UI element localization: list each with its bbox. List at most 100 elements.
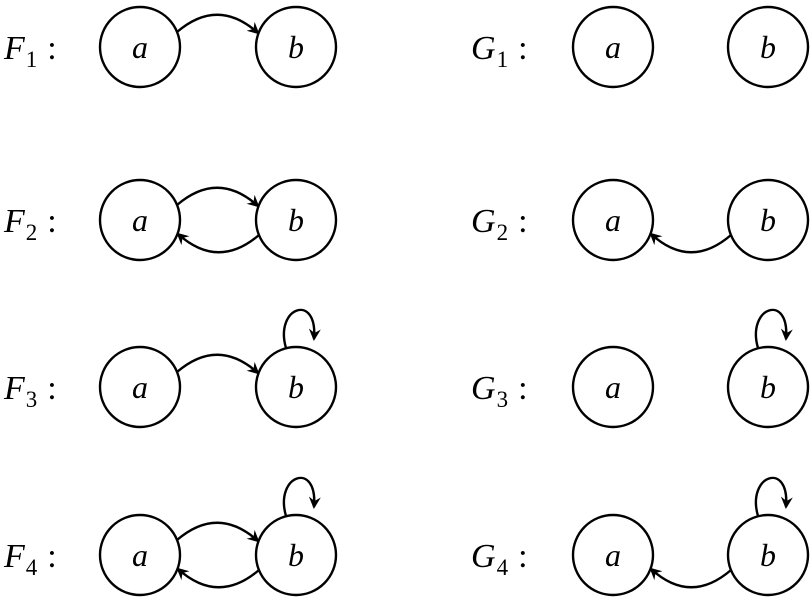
node-a: a bbox=[571, 178, 655, 262]
node-a: a bbox=[571, 5, 655, 89]
edge-a-to-b bbox=[176, 186, 260, 208]
node-label: a bbox=[132, 537, 148, 573]
graph-label-name: G bbox=[471, 538, 496, 575]
node-circle bbox=[98, 513, 182, 597]
node-b: b bbox=[254, 5, 338, 89]
node-a: a bbox=[571, 513, 655, 597]
node-b: b bbox=[726, 5, 810, 89]
graph-label-name: G bbox=[471, 203, 496, 240]
node-a: a bbox=[571, 345, 655, 429]
node-b: b bbox=[726, 345, 810, 429]
node-label: a bbox=[605, 29, 621, 65]
node-label: a bbox=[605, 202, 621, 238]
graph-label-colon: : bbox=[518, 370, 527, 407]
edge-b-to-a bbox=[176, 567, 260, 589]
graph-label: F2: bbox=[3, 203, 57, 245]
node-b: b bbox=[254, 513, 338, 597]
graph-label-subscript: 4 bbox=[497, 555, 509, 580]
edge-b-to-a bbox=[649, 567, 732, 589]
graph-label: F3: bbox=[3, 370, 57, 412]
graph-label: G1: bbox=[471, 30, 528, 72]
node-label: b bbox=[760, 369, 776, 405]
edge-a-to-b bbox=[176, 353, 260, 375]
node-circle bbox=[254, 345, 338, 429]
graph-label-colon: : bbox=[47, 370, 56, 407]
node-circle bbox=[726, 513, 810, 597]
graph-label-subscript: 4 bbox=[26, 555, 38, 580]
graph-label-colon: : bbox=[47, 203, 56, 240]
node-circle bbox=[571, 178, 655, 262]
graph-label-name: F bbox=[3, 30, 26, 67]
graph-label-subscript: 2 bbox=[497, 220, 509, 245]
node-circle bbox=[726, 178, 810, 262]
graph-g2: G2: a b bbox=[471, 178, 810, 262]
graph-label-subscript: 1 bbox=[26, 47, 38, 72]
graph-label-subscript: 3 bbox=[26, 387, 38, 412]
graph-label-name: G bbox=[471, 30, 496, 67]
node-b: b bbox=[726, 178, 810, 262]
graph-g1: G1: a b bbox=[471, 5, 810, 89]
graph-label-colon: : bbox=[518, 203, 527, 240]
node-a: a bbox=[98, 5, 182, 89]
node-circle bbox=[571, 345, 655, 429]
node-a: a bbox=[98, 345, 182, 429]
graph-label-name: F bbox=[3, 538, 26, 575]
graph-label-name: F bbox=[3, 203, 26, 240]
self-loop-b bbox=[754, 476, 793, 517]
node-label: a bbox=[132, 202, 148, 238]
node-label: b bbox=[288, 537, 304, 573]
graph-f2: F2: a b bbox=[3, 178, 338, 262]
graph-label: F4: bbox=[3, 538, 57, 580]
graph-label-subscript: 3 bbox=[497, 387, 509, 412]
edge-b-to-a bbox=[649, 232, 732, 254]
node-circle bbox=[98, 345, 182, 429]
self-loop-b bbox=[754, 308, 793, 349]
graph-label-subscript: 1 bbox=[497, 47, 509, 72]
node-a: a bbox=[98, 513, 182, 597]
graph-label: G3: bbox=[471, 370, 528, 412]
node-label: a bbox=[132, 369, 148, 405]
node-label: a bbox=[132, 29, 148, 65]
node-circle bbox=[98, 178, 182, 262]
edge-b-to-a bbox=[176, 232, 260, 254]
graph-f1: F1: a b bbox=[3, 5, 338, 89]
graph-label-colon: : bbox=[47, 30, 56, 67]
graph-label-name: F bbox=[3, 370, 26, 407]
node-circle bbox=[726, 5, 810, 89]
graph-label-subscript: 2 bbox=[26, 220, 38, 245]
node-label: b bbox=[760, 537, 776, 573]
node-label: a bbox=[605, 369, 621, 405]
graph-label-colon: : bbox=[47, 538, 56, 575]
graph-f3: F3: a b bbox=[3, 308, 338, 429]
edge-a-to-b bbox=[176, 13, 260, 35]
graph-label: G4: bbox=[471, 538, 528, 580]
node-label: a bbox=[605, 537, 621, 573]
node-label: b bbox=[288, 369, 304, 405]
node-label: b bbox=[760, 202, 776, 238]
node-circle bbox=[254, 178, 338, 262]
graph-f4: F4: a b bbox=[3, 476, 338, 597]
node-label: b bbox=[760, 29, 776, 65]
graph-g4: G4: a b bbox=[471, 476, 810, 597]
graph-label-name: G bbox=[471, 370, 496, 407]
node-label: b bbox=[288, 202, 304, 238]
graph-g3: G3: a b bbox=[471, 308, 810, 429]
graph-label: G2: bbox=[471, 203, 528, 245]
node-a: a bbox=[98, 178, 182, 262]
node-circle bbox=[571, 5, 655, 89]
graph-label-colon: : bbox=[518, 538, 527, 575]
graph-label-colon: : bbox=[518, 30, 527, 67]
node-circle bbox=[254, 513, 338, 597]
node-circle bbox=[571, 513, 655, 597]
node-b: b bbox=[254, 345, 338, 429]
edge-a-to-b bbox=[176, 521, 260, 543]
node-label: b bbox=[288, 29, 304, 65]
self-loop-b bbox=[282, 308, 321, 349]
graph-label: F1: bbox=[3, 30, 57, 72]
self-loop-b bbox=[282, 476, 321, 517]
node-b: b bbox=[726, 513, 810, 597]
node-b: b bbox=[254, 178, 338, 262]
node-circle bbox=[98, 5, 182, 89]
node-circle bbox=[726, 345, 810, 429]
